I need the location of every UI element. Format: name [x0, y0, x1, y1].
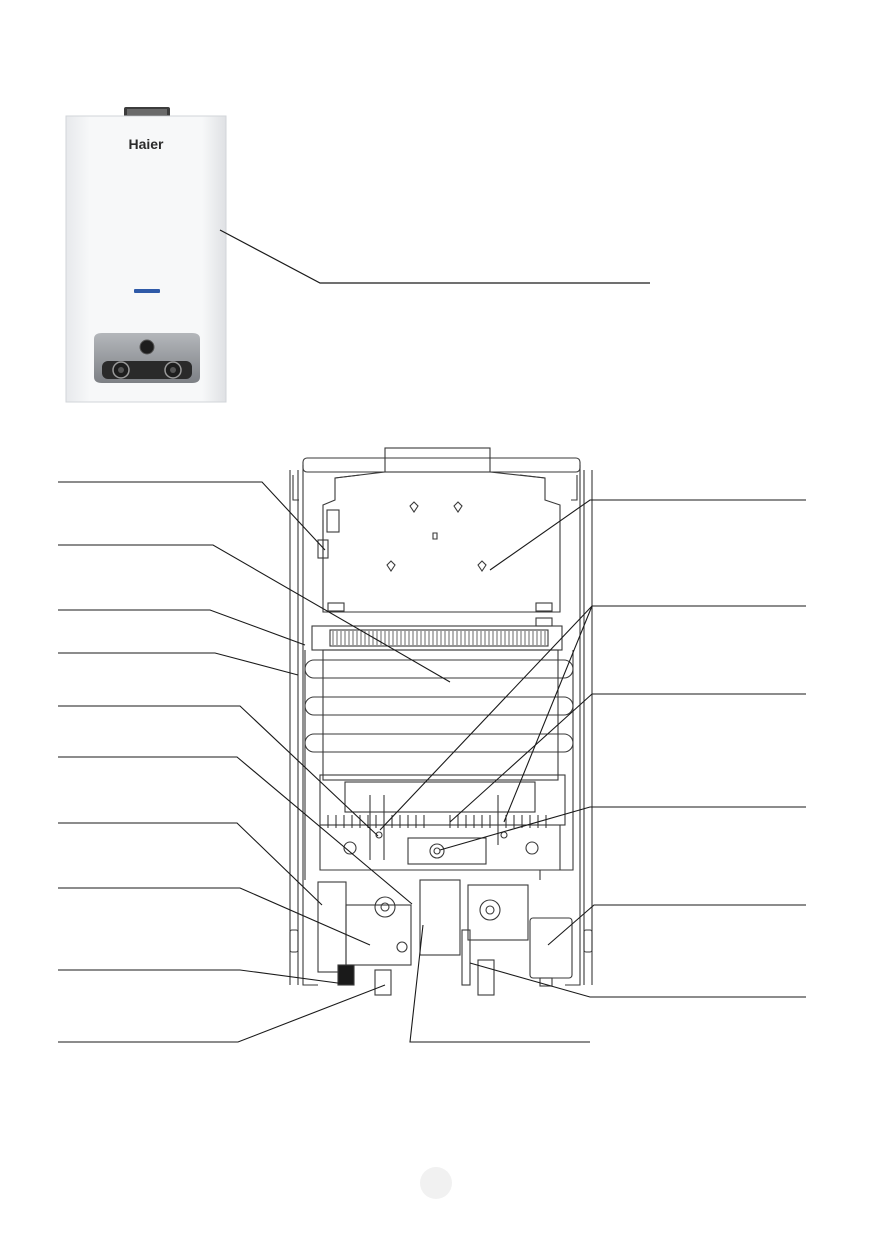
leader-line-left-8 — [58, 887, 371, 946]
leader-line-right-2a — [379, 605, 806, 831]
leader-line-right-6 — [469, 962, 806, 998]
leader-line-casing — [219, 229, 650, 284]
leader-line-right-2b — [503, 605, 593, 823]
leader-line-bottom — [409, 924, 590, 1043]
heater-internal-drawing — [289, 447, 593, 996]
leader-line-left-1 — [58, 481, 326, 551]
burner-nozzles — [327, 815, 547, 828]
leader-line-left-9 — [58, 969, 346, 985]
leader-line-right-1 — [489, 499, 806, 571]
indicator-lamp — [139, 339, 155, 355]
indicator-window — [134, 289, 160, 293]
leader-line-right-5 — [547, 904, 806, 946]
leader-line-right-3 — [449, 693, 806, 823]
brand-logo: Haier — [128, 136, 164, 152]
water-heater-exterior-photo: Haier — [65, 107, 227, 403]
leader-line-left-7 — [58, 822, 323, 906]
leader-line-left-5 — [58, 705, 379, 837]
leader-line-left-10 — [58, 984, 386, 1043]
leader-line-left-6 — [58, 756, 413, 905]
page-number-marker — [420, 1167, 452, 1199]
leader-line-left-3 — [58, 609, 306, 646]
leader-line-left-4 — [58, 652, 299, 676]
leader-line-left-2 — [58, 544, 451, 683]
heat-exchanger-fins — [332, 631, 546, 645]
leader-line-right-4 — [439, 806, 806, 851]
